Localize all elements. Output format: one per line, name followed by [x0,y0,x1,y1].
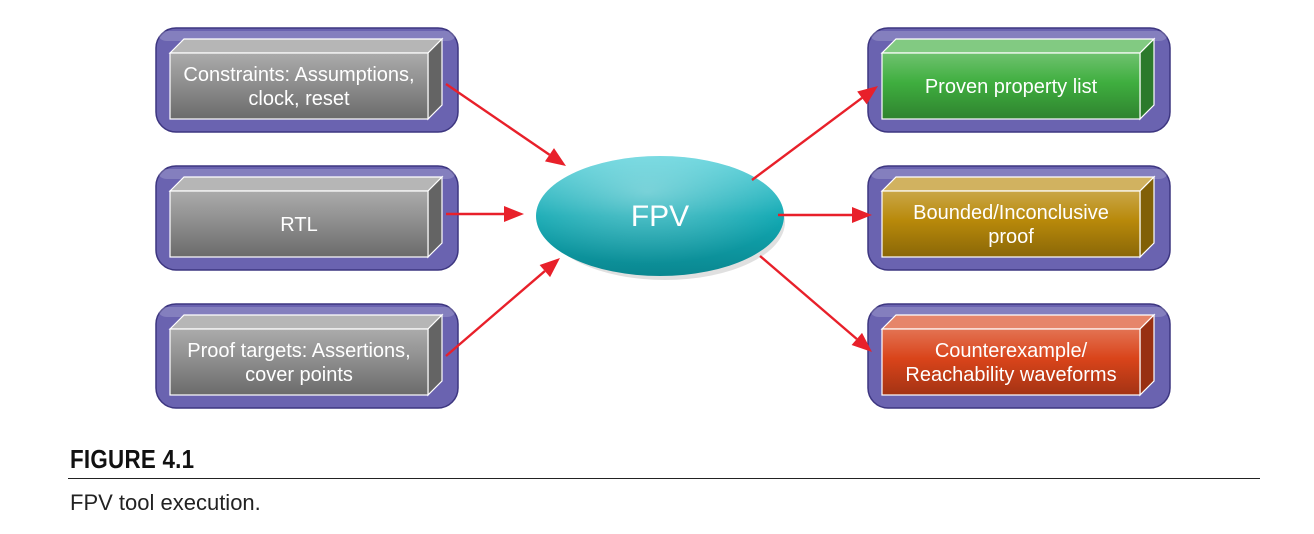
figure-number: FIGURE 4.1 [70,444,195,474]
box-top-face [880,176,1156,192]
box-right-face [427,175,443,259]
input-box-rtl: RTL [155,165,459,271]
box-right-face [427,37,443,121]
box-front-face [881,52,1141,120]
output-box-proven: Proven property list [867,27,1171,133]
arrowhead [852,207,872,223]
box-top-face [880,38,1156,54]
arrow-fpv-to-counterexample [759,255,858,340]
box-label-line: proof [988,226,1034,248]
box-label-line: cover points [245,364,353,386]
box-label-line: Reachability waveforms [905,364,1116,386]
arrowhead [857,86,878,105]
box-right-face [427,313,443,397]
box-front-face [169,328,429,396]
arrow-constraints-to-fpv [445,83,551,156]
box-label-line: Constraints: Assumptions, [183,64,414,86]
arrow-fpv-to-proven [751,96,863,181]
box-label-line: clock, reset [248,88,350,110]
arrowhead [539,258,560,278]
arrows [445,83,878,357]
box-label-line: Counterexample/ [935,340,1088,362]
box-label-line: RTL [280,214,317,236]
input-boxes: Constraints: Assumptions,clock, reset RT… [155,27,459,409]
arrow-proof-targets-to-fpv [445,270,546,357]
box-label-line: Proof targets: Assertions, [187,340,410,362]
box-top-face [168,38,444,54]
box-label-line: Bounded/Inconclusive [913,202,1109,224]
box-front-face [169,190,429,258]
caption-divider [68,478,1260,479]
box-right-face [1139,175,1155,259]
box-right-face [1139,313,1155,397]
box-front-face [881,190,1141,258]
arrowhead [504,206,524,222]
box-label-line: Proven property list [925,76,1098,98]
arrowhead [544,148,566,166]
box-top-face [880,314,1156,330]
arrowhead [851,332,872,352]
box-top-face [168,176,444,192]
fpv-ellipse-shine [536,156,784,276]
box-front-face [169,52,429,120]
box-top-face [168,314,444,330]
output-boxes: Proven property list Bounded/Inconclusiv… [867,27,1171,409]
input-box-proof-targets: Proof targets: Assertions,cover points [155,303,459,409]
box-front-face [881,328,1141,396]
fpv-label: FPV [631,200,689,233]
fpv-flow-diagram: Constraints: Assumptions,clock, reset RT… [155,27,1171,409]
box-right-face [1139,37,1155,121]
output-box-counterexample: Counterexample/Reachability waveforms [867,303,1171,409]
fpv-engine: FPV [536,156,785,280]
input-box-constraints: Constraints: Assumptions,clock, reset [155,27,459,133]
figure-caption: FPV tool execution. [70,490,261,515]
